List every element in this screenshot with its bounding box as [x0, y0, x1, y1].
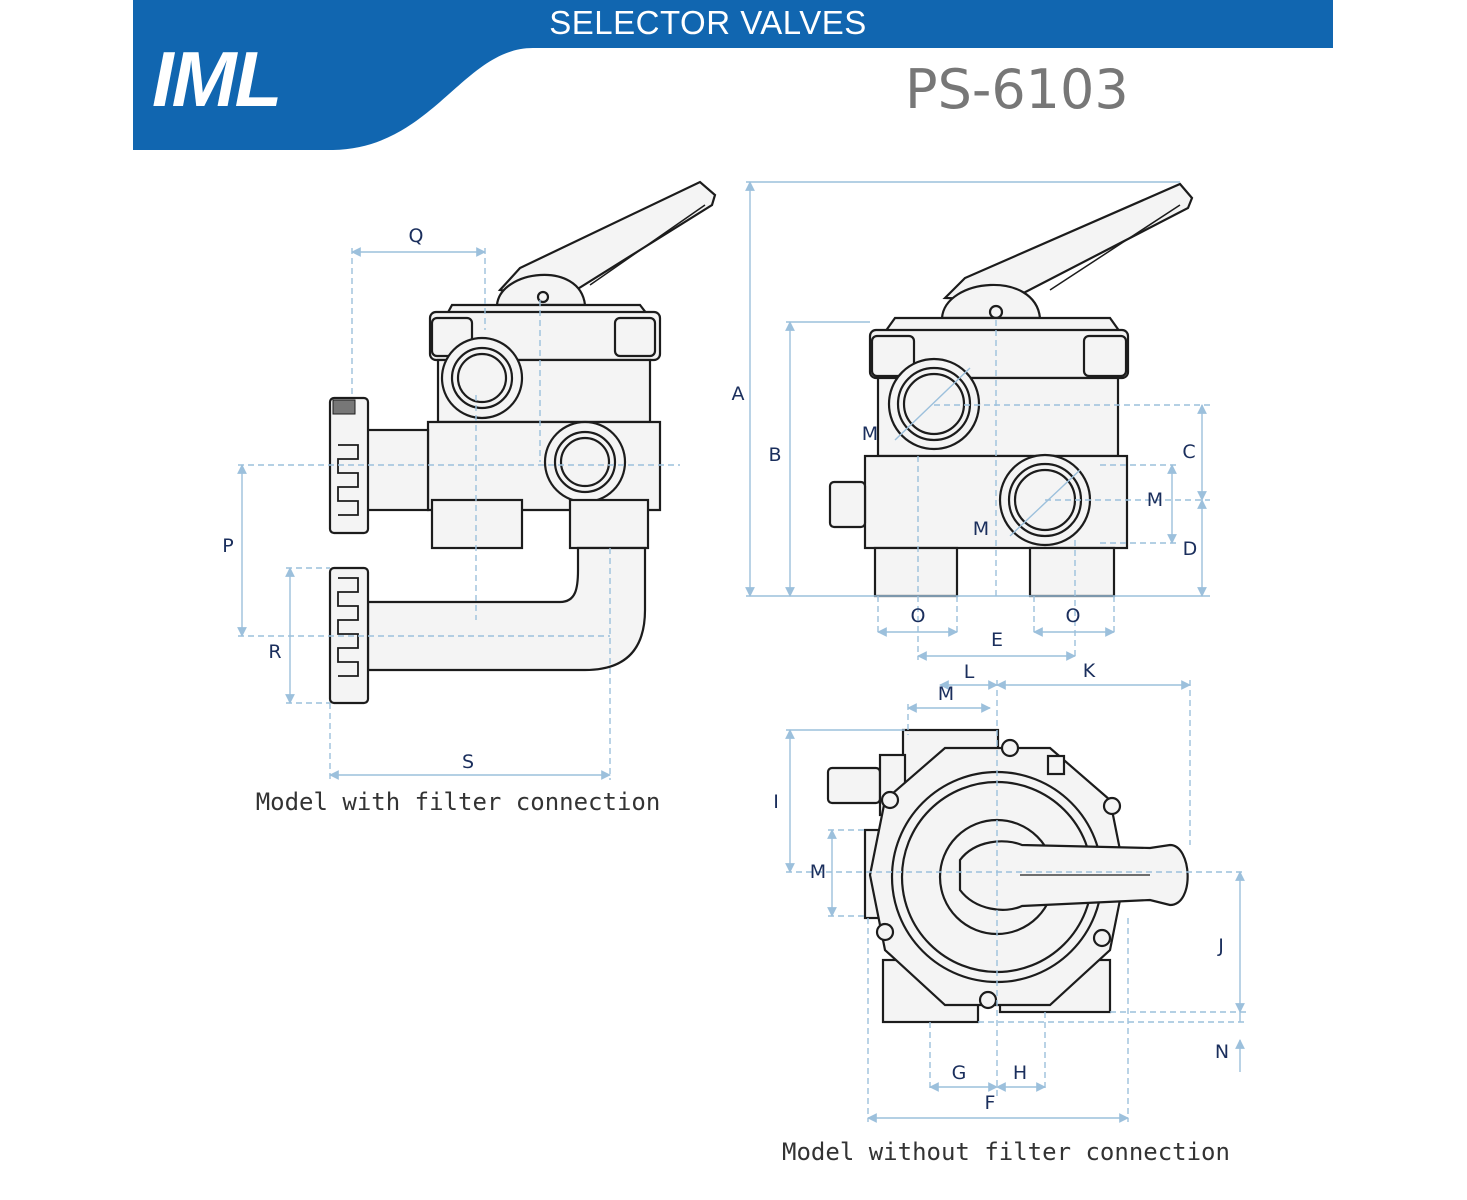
dim-label-i: I — [773, 791, 779, 813]
dim-label-m-lower: M — [972, 518, 990, 540]
caption-without-filter: Model without filter connection — [782, 1138, 1230, 1166]
dim-label-h: H — [1012, 1062, 1028, 1084]
dim-label-m-side: M — [1146, 489, 1164, 511]
dim-label-p: P — [222, 535, 234, 557]
dim-label-q: Q — [408, 225, 424, 247]
brand-logo: IML — [152, 35, 282, 123]
dim-label-c: C — [1182, 441, 1196, 463]
dim-label-a: A — [731, 383, 745, 405]
dim-label-e: E — [990, 629, 1004, 651]
dim-label-m-left: M — [809, 861, 827, 883]
dim-label-k: K — [1082, 660, 1096, 682]
dim-label-m-upper: M — [861, 423, 879, 445]
valve-top-view — [826, 728, 1189, 1024]
dim-label-f: F — [984, 1092, 996, 1114]
dim-label-m-top: M — [937, 683, 955, 705]
dim-label-l: L — [963, 661, 975, 683]
model-code: PS-6103 — [905, 58, 1129, 121]
dimension-lines — [237, 181, 1246, 1123]
dim-label-g: G — [951, 1062, 967, 1084]
header-title: SELECTOR VALVES — [549, 4, 867, 41]
logo-panel — [133, 0, 533, 150]
valve-side-view — [328, 180, 717, 705]
dim-label-o-right: O — [1065, 605, 1081, 627]
caption-with-filter: Model with filter connection — [255, 788, 661, 816]
dim-label-n: N — [1214, 1041, 1230, 1063]
dim-label-o-left: O — [910, 605, 926, 627]
dim-label-d: D — [1182, 538, 1198, 560]
dim-label-s: S — [461, 751, 475, 773]
dim-label-b: B — [768, 444, 782, 466]
dim-label-r: R — [268, 641, 282, 663]
dim-label-j: J — [1218, 935, 1224, 957]
